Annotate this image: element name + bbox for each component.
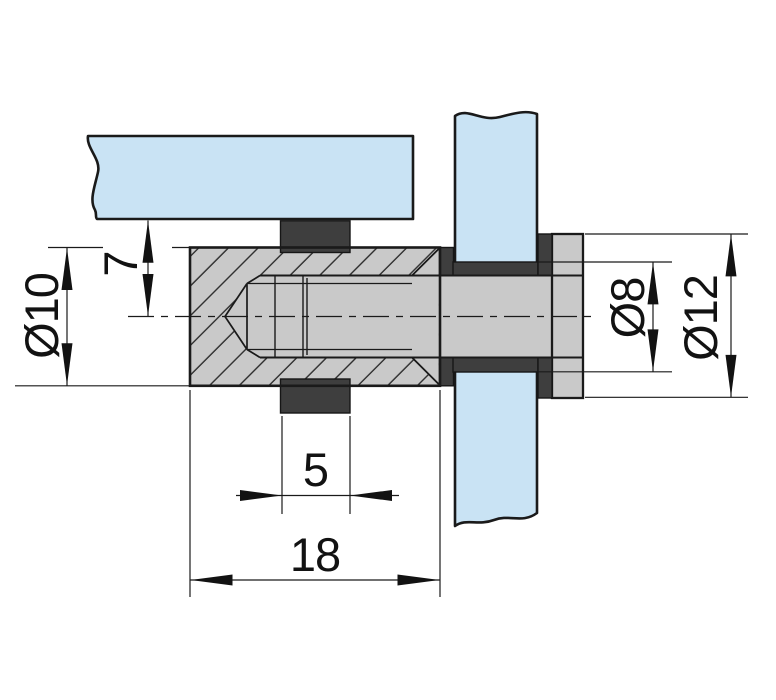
dim-body-diameter-lines [15, 246, 190, 387]
label-disc-diameter: Ø12 [674, 275, 727, 361]
gasket-washer-right-top [537, 233, 553, 277]
gasket-pad-bottom [279, 378, 351, 414]
gasket-washer-right-bottom [537, 356, 553, 399]
label-hole-diameter: Ø8 [601, 278, 654, 339]
gasket-sleeve-bottom [452, 356, 539, 373]
dim-arrows [61, 220, 737, 586]
gasket-washer-left-top [438, 246, 455, 277]
label-offset: 7 [94, 251, 147, 276]
glass-shelf [86, 134, 415, 221]
gasket-sleeve-top [452, 261, 539, 277]
gasket-washer-left-bottom [438, 356, 455, 387]
label-body-length: 18 [290, 528, 340, 581]
label-pad-width: 5 [303, 443, 328, 496]
label-body-diameter: Ø10 [15, 273, 68, 359]
